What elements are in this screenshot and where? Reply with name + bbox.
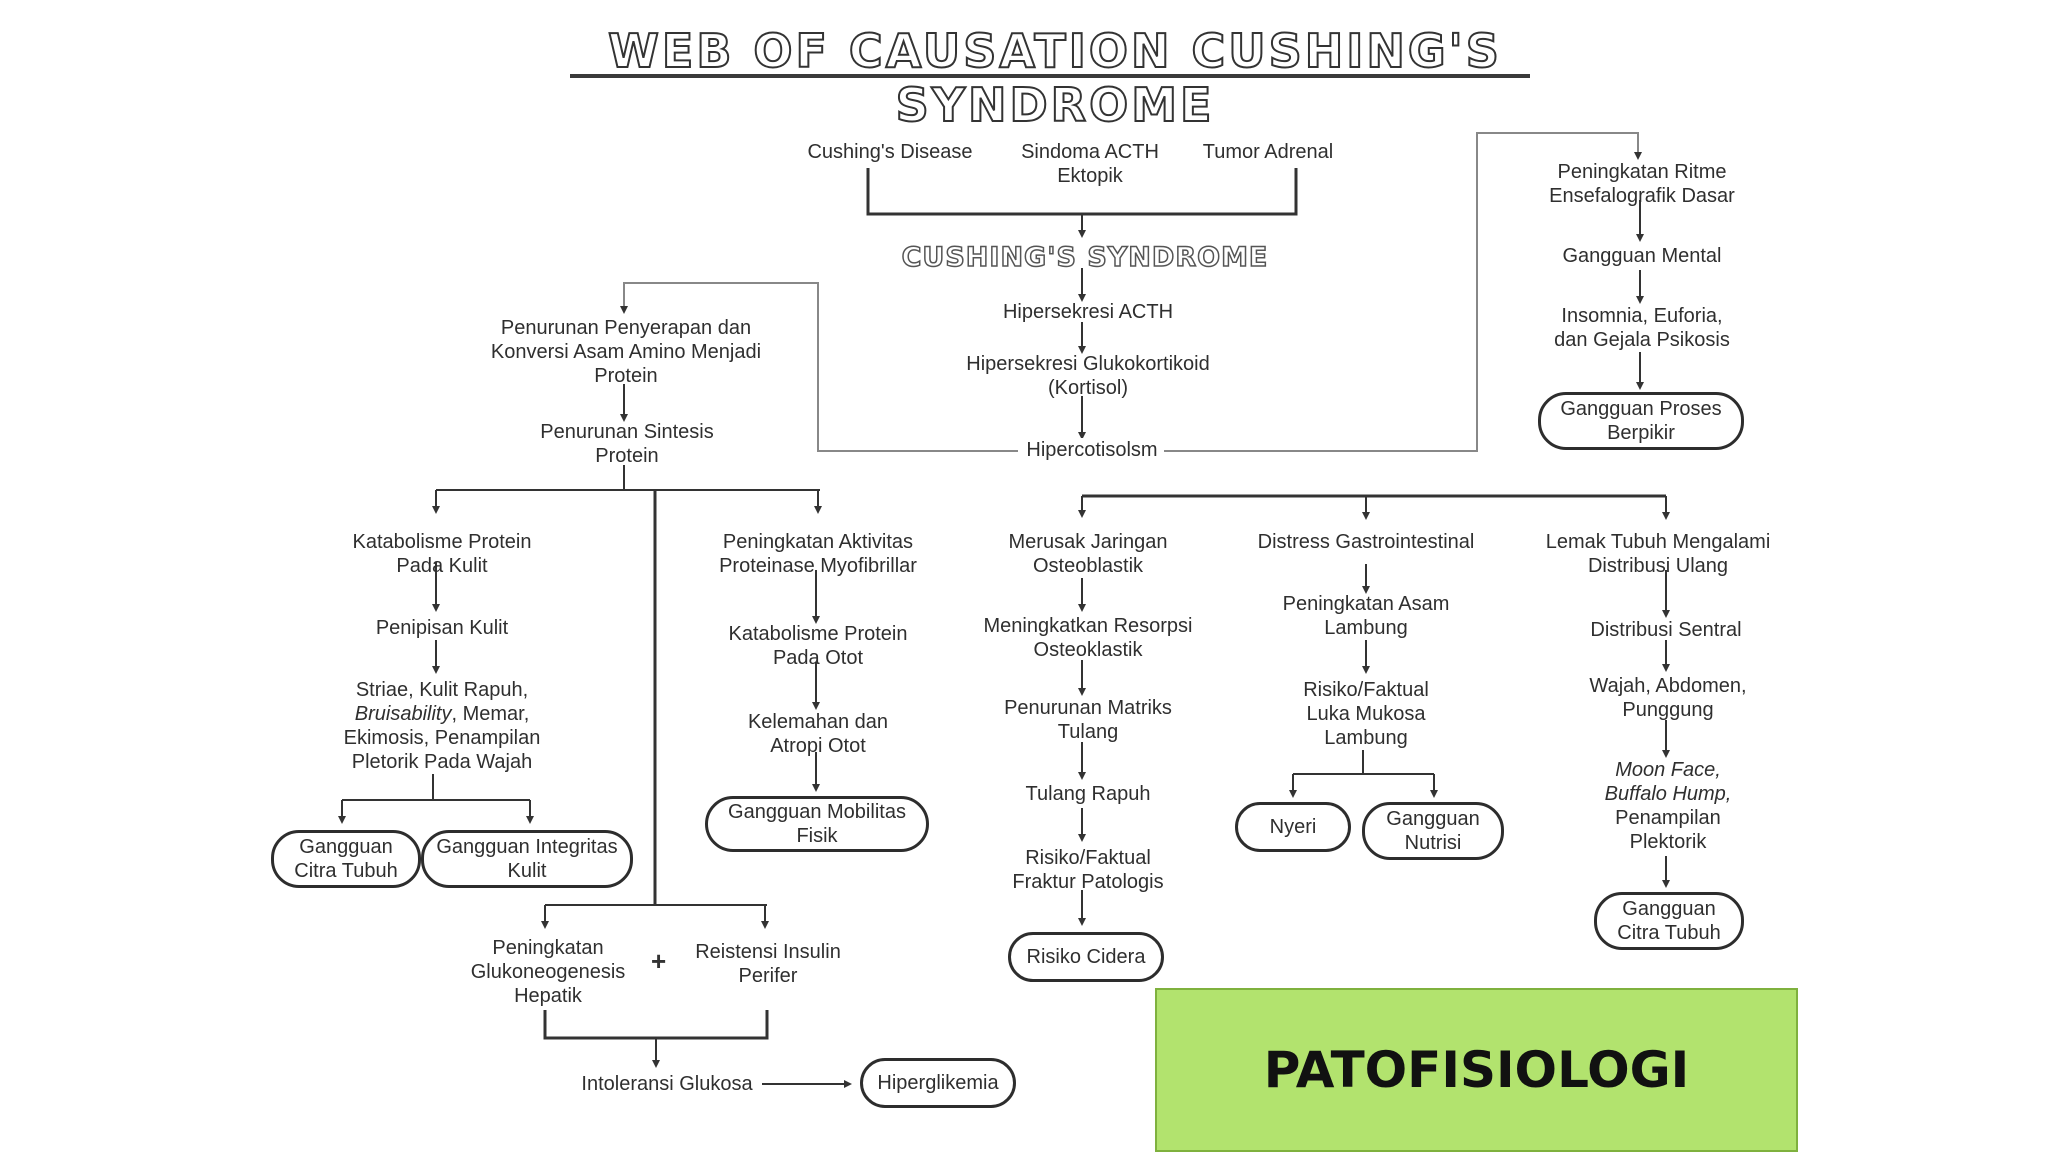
box-gangguan-integritas-kulit: Gangguan Integritas Kulit	[421, 830, 633, 888]
cause-cushing-disease: Cushing's Disease	[807, 141, 973, 163]
box-gangguan-proses-berpikir: Gangguan Proses Berpikir	[1538, 392, 1744, 450]
moon-face-text: Moon Face, Buffalo Hump,	[1604, 759, 1732, 805]
node-distribusi-sentral: Distribusi Sentral	[1590, 619, 1742, 641]
node-penurunan-penyerapan: Penurunan Penyerapan dan Konversi Asam A…	[490, 317, 762, 387]
box-gangguan-mobilitas-fisik: Gangguan Mobilitas Fisik	[705, 796, 929, 852]
striae-line-1: Striae, Kulit Rapuh,	[355, 679, 529, 701]
node-distress-gastrointestinal: Distress Gastrointestinal	[1257, 531, 1475, 553]
node-tulang-rapuh: Tulang Rapuh	[1025, 783, 1151, 805]
node-wajah-abdomen: Wajah, Abdomen, Punggung	[1589, 675, 1747, 721]
box-hiperglikemia: Hiperglikemia	[860, 1058, 1016, 1108]
node-penipisan-kulit: Penipisan Kulit	[375, 617, 509, 639]
node-moon-face: Moon Face, Buffalo Hump, Penampilan Plek…	[1605, 758, 1732, 854]
penampilan-plektorik-text: Penampilan Plektorik	[1615, 807, 1721, 853]
node-gangguan-mental: Gangguan Mental	[1562, 245, 1722, 267]
node-peningkatan-ritme: Peningkatan Ritme Ensefalografik Dasar	[1549, 161, 1735, 207]
node-hipercotisolsm: Hipercotisolsm	[1020, 438, 1164, 462]
node-peningkatan-proteinase: Peningkatan Aktivitas Proteinase Myofibr…	[719, 531, 917, 577]
node-luka-mukosa-lambung: Risiko/Faktual Luka Mukosa Lambung	[1303, 679, 1429, 749]
cushings-syndrome-label: CUSHING'S SYNDROME	[901, 241, 1269, 274]
plus-sign: +	[651, 946, 667, 976]
node-kelemahan-atropi: Kelemahan dan Atropi Otot	[747, 711, 889, 757]
node-resistensi-insulin: Reistensi Insulin Perifer	[695, 941, 841, 987]
node-hipersekresi-glukokortikoid: Hipersekresi Glukokortikoid (Kortisol)	[966, 353, 1210, 399]
cause-tumor-adrenal: Tumor Adrenal	[1202, 141, 1334, 163]
node-intoleransi-glukosa: Intoleransi Glukosa	[581, 1073, 753, 1095]
node-fraktur-patologis: Risiko/Faktual Fraktur Patologis	[1012, 847, 1164, 893]
box-nyeri: Nyeri	[1235, 802, 1351, 852]
patofisiologi-label: PATOFISIOLOGI	[1155, 988, 1798, 1152]
box-gangguan-nutrisi: Gangguan Nutrisi	[1362, 802, 1504, 860]
striae-line-3: Ekimosis, Penampilan Pletorik Pada Wajah	[343, 727, 541, 773]
box-gangguan-citra-tubuh-left: Gangguan Citra Tubuh	[271, 830, 421, 888]
node-penurunan-matriks: Penurunan Matriks Tulang	[1004, 697, 1172, 743]
node-hipersekresi-acth: Hipersekresi ACTH	[1002, 301, 1174, 323]
striae-line-2: Bruisability, Memar,	[344, 702, 541, 726]
title-underline	[570, 74, 1530, 78]
node-resorpsi-osteoklastik: Meningkatkan Resorpsi Osteoklastik	[983, 615, 1193, 661]
box-risiko-cidera: Risiko Cidera	[1008, 932, 1164, 982]
node-glukoneogenesis: Peningkatan Glukoneogenesis Hepatik	[470, 937, 626, 1007]
node-peningkatan-asam-lambung: Peningkatan Asam Lambung	[1282, 593, 1450, 639]
node-lemak-tubuh: Lemak Tubuh Mengalami Distribusi Ulang	[1545, 531, 1771, 577]
cause-sindoma-acth: Sindoma ACTH Ektopik	[1021, 141, 1159, 187]
node-penurunan-sintesis: Penurunan Sintesis Protein	[540, 421, 714, 467]
node-striae: Striae, Kulit Rapuh, Bruisability, Memar…	[344, 678, 541, 774]
box-gangguan-citra-tubuh-right: Gangguan Citra Tubuh	[1594, 892, 1744, 950]
node-merusak-jaringan: Merusak Jaringan Osteoblastik	[1008, 531, 1168, 577]
node-katabolisme-otot: Katabolisme Protein Pada Otot	[728, 623, 908, 669]
striae-bruisability: Bruisability	[354, 703, 452, 725]
diagram-title: Web of Causation Cushing's Syndrome	[607, 23, 1502, 133]
striae-line-2-rest: , Memar,	[451, 703, 530, 725]
node-katabolisme-kulit: Katabolisme Protein Pada Kulit	[352, 531, 532, 577]
node-insomnia-euforia: Insomnia, Euforia, dan Gejala Psikosis	[1554, 305, 1730, 351]
